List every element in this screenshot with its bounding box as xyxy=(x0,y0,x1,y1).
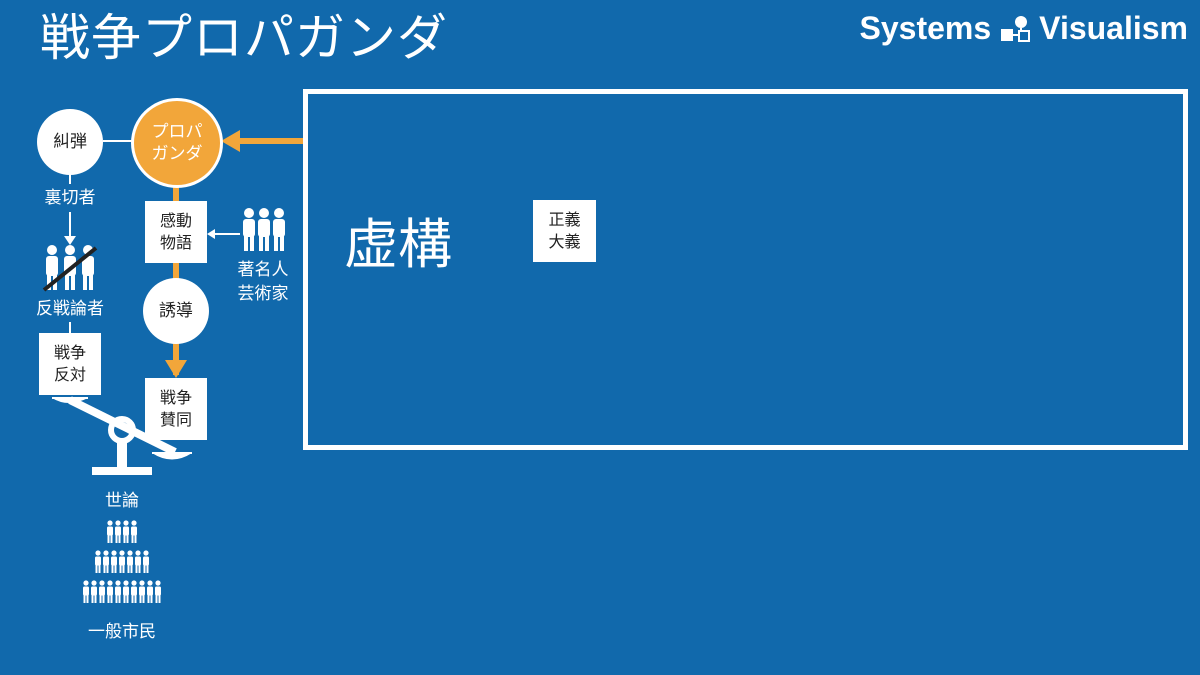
war-opposition-box: 戦争 反対 xyxy=(39,333,101,395)
systems-logo-icon xyxy=(999,13,1031,45)
balance-scale-icon xyxy=(52,396,192,475)
betrayer-label: 裏切者 xyxy=(44,188,96,208)
kyudan-label: 糾弾 xyxy=(53,132,87,152)
justice-line2: 大義 xyxy=(548,232,581,251)
brand-logo: Systems Visualism xyxy=(860,10,1188,47)
kyudan-node: 糾弾 xyxy=(37,109,103,175)
celebrities-line2: 芸術家 xyxy=(237,284,289,304)
justice-line1: 正義 xyxy=(548,210,581,229)
war-support-line1: 戦争 xyxy=(159,388,192,407)
general-public-label: 一般市民 xyxy=(88,622,156,642)
public-opinion-label: 世論 xyxy=(105,491,139,511)
people-group-icon xyxy=(243,208,285,251)
war-support-line2: 賛同 xyxy=(159,410,192,429)
war-opposition-line2: 反対 xyxy=(53,365,86,384)
page-title: 戦争プロパガンダ xyxy=(40,9,448,67)
celebrities-label: 著名人 芸術家 xyxy=(228,258,298,306)
moving-story-box: 感動 物語 xyxy=(145,201,207,263)
fiction-frame xyxy=(303,89,1188,450)
anti-war-label: 反戦論者 xyxy=(36,299,104,319)
propaganda-label-line1: プロパ xyxy=(151,122,203,142)
celebrities-line1: 著名人 xyxy=(237,260,289,280)
fiction-label: 虚構 xyxy=(344,213,452,276)
moving-story-line1: 感動 xyxy=(159,211,192,230)
war-opposition-line1: 戦争 xyxy=(53,343,86,362)
brand-right-text: Visualism xyxy=(1039,10,1188,46)
guidance-node: 誘導 xyxy=(143,278,209,344)
justice-box: 正義 大義 xyxy=(533,200,596,262)
guidance-label: 誘導 xyxy=(159,301,193,321)
moving-story-line2: 物語 xyxy=(159,233,192,252)
fiction-arrowhead xyxy=(221,130,240,152)
brand-left-text: Systems xyxy=(859,10,992,46)
propaganda-node: プロパ ガンダ xyxy=(131,98,223,188)
crowd-pyramid-icon xyxy=(83,520,161,603)
crossed-people-icon xyxy=(42,245,98,292)
flow-arrowhead xyxy=(165,360,187,378)
propaganda-label-line2: ガンダ xyxy=(151,144,203,164)
war-support-box: 戦争 賛同 xyxy=(145,378,207,440)
